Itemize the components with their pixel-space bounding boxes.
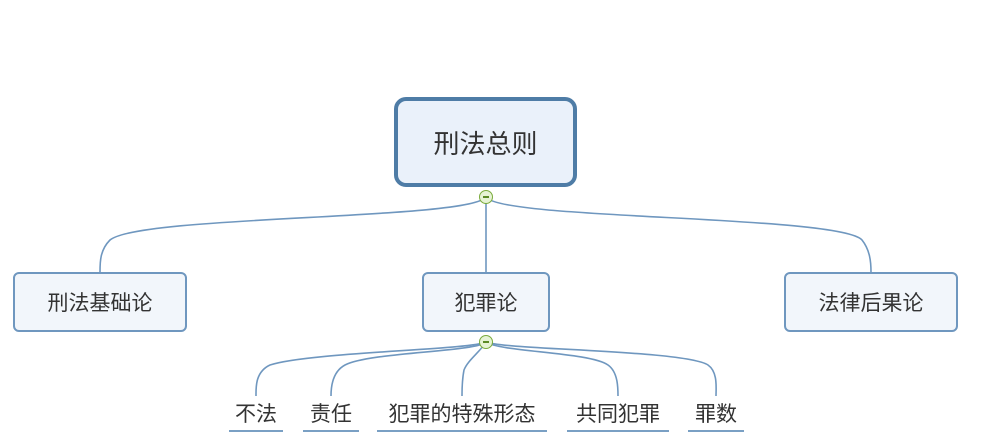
leaf-topic-joint-crime[interactable]: 共同犯罪 bbox=[567, 396, 669, 432]
link-root-to-branch-1 bbox=[99, 196, 487, 273]
link-branch-to-leaf-5 bbox=[485, 341, 717, 397]
leaf-topic-label: 共同犯罪 bbox=[576, 402, 660, 426]
branch-topic-label: 刑法基础论 bbox=[47, 291, 153, 315]
collapse-minus-icon[interactable] bbox=[479, 190, 493, 204]
link-root-to-branch-3 bbox=[485, 196, 872, 273]
leaf-topic-special-forms[interactable]: 犯罪的特殊形态 bbox=[377, 396, 547, 432]
link-branch-to-leaf-3 bbox=[461, 341, 487, 397]
collapse-minus-icon[interactable] bbox=[479, 335, 493, 349]
branch-topic-label: 犯罪论 bbox=[454, 291, 518, 315]
leaf-topic-responsibility[interactable]: 责任 bbox=[303, 396, 359, 432]
leaf-topic-unlawfulness[interactable]: 不法 bbox=[229, 396, 283, 432]
branch-topic-foundation[interactable]: 刑法基础论 bbox=[13, 272, 187, 332]
branch-topic-label: 法律后果论 bbox=[818, 291, 924, 315]
leaf-topic-label: 犯罪的特殊形态 bbox=[388, 402, 536, 426]
root-topic[interactable]: 刑法总则 bbox=[394, 97, 577, 187]
leaf-topic-label: 责任 bbox=[310, 402, 352, 426]
link-branch-to-leaf-2 bbox=[330, 341, 487, 397]
root-topic-label: 刑法总则 bbox=[433, 129, 538, 160]
link-branch-to-leaf-4 bbox=[485, 341, 619, 397]
leaf-topic-label: 不法 bbox=[235, 402, 277, 426]
leaf-topic-label: 罪数 bbox=[695, 402, 737, 426]
leaf-topic-number-of-crimes[interactable]: 罪数 bbox=[688, 396, 744, 432]
link-branch-to-leaf-1 bbox=[255, 341, 487, 397]
branch-topic-legal-consequences[interactable]: 法律后果论 bbox=[784, 272, 958, 332]
branch-topic-crime-theory[interactable]: 犯罪论 bbox=[422, 272, 550, 332]
